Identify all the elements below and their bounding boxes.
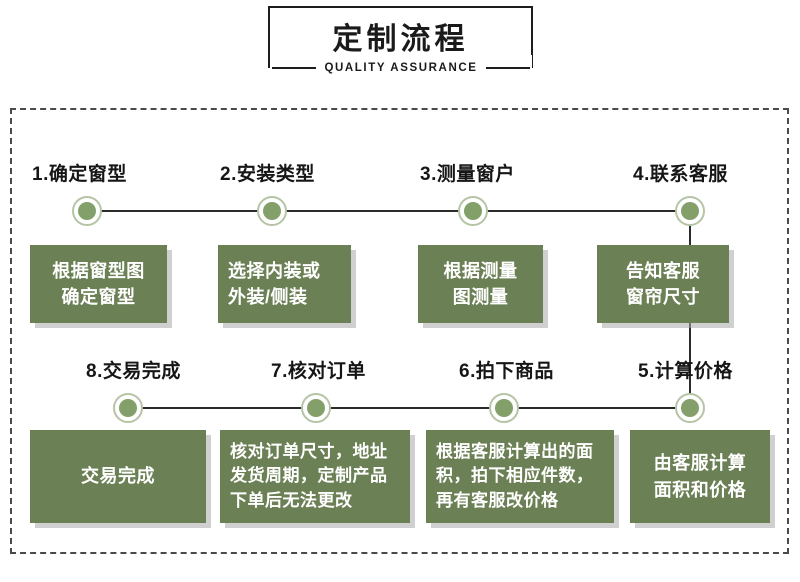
flow-box-5[interactable]: 由客服计算 面积和价格 [630,430,770,523]
flow-box-2-line-1: 选择内装或 [228,260,321,281]
flow-box-5-line-1: 由客服计算 [653,453,747,474]
flow-node-6[interactable] [489,393,519,423]
row2-horizontal-rail [128,407,690,409]
flow-box-6-line-1: 根据客服计算出的面 [436,441,594,461]
flow-box-7-line-1: 核对订单尺寸，地址 [230,441,388,461]
header-subtitle: QUALITY ASSURANCE [324,62,478,74]
step-label-8: 8.交易完成 [86,361,181,382]
flow-box-8-line-1: 交易完成 [81,466,155,487]
flow-box-2[interactable]: 选择内装或 外装/侧装 [218,245,351,323]
flow-node-2[interactable] [257,196,287,226]
flow-box-4-line-2: 窗帘尺寸 [626,287,700,307]
flow-box-2-line-2: 外装/侧装 [228,287,308,307]
header-subtitle-row: QUALITY ASSURANCE [270,55,532,81]
flow-box-5-line-2: 面积和价格 [653,479,747,500]
flow-box-6-line-3: 再有客服改价格 [436,490,559,510]
flow-box-6[interactable]: 根据客服计算出的面 积，拍下相应件数， 再有客服改价格 [426,430,614,523]
flow-box-8[interactable]: 交易完成 [30,430,206,523]
flow-node-7[interactable] [301,393,331,423]
flow-node-3[interactable] [458,196,488,226]
flow-node-8[interactable] [113,393,143,423]
flow-box-7-line-3: 下单后无法更改 [230,490,353,510]
step-label-5: 5.计算价格 [638,361,733,382]
flow-box-7[interactable]: 核对订单尺寸，地址 发货周期，定制产品 下单后无法更改 [220,430,410,523]
flow-box-4[interactable]: 告知客服 窗帘尺寸 [597,245,729,323]
flow-box-1-line-2: 确定窗型 [61,287,136,307]
subtitle-rule-left [272,67,317,69]
flow-box-3-line-2: 图测量 [452,287,509,307]
flow-node-5[interactable] [675,393,705,423]
step-label-7: 7.核对订单 [271,361,366,382]
step-label-3: 3.测量窗户 [420,164,515,185]
subtitle-rule-right [485,67,530,69]
flow-box-6-line-2: 积，拍下相应件数， [436,466,594,486]
flow-box-7-line-2: 发货周期，定制产品 [230,466,388,486]
step-label-4: 4.联系客服 [633,164,728,185]
step-label-2: 2.安装类型 [220,164,315,185]
step-label-6: 6.拍下商品 [459,361,554,382]
flow-box-4-line-1: 告知客服 [626,260,700,281]
flow-diagram-container [10,108,789,554]
page-title: 定制流程 [332,23,469,56]
flow-box-1-line-1: 根据窗型图 [52,260,145,281]
step-label-1: 1.确定窗型 [32,164,127,185]
flow-box-3[interactable]: 根据测量 图测量 [418,245,543,323]
row1-horizontal-rail [87,210,690,212]
flow-node-1[interactable] [72,196,102,226]
flow-box-3-line-1: 根据测量 [443,260,518,281]
flow-node-4[interactable] [675,196,705,226]
flow-box-1[interactable]: 根据窗型图 确定窗型 [30,245,167,323]
